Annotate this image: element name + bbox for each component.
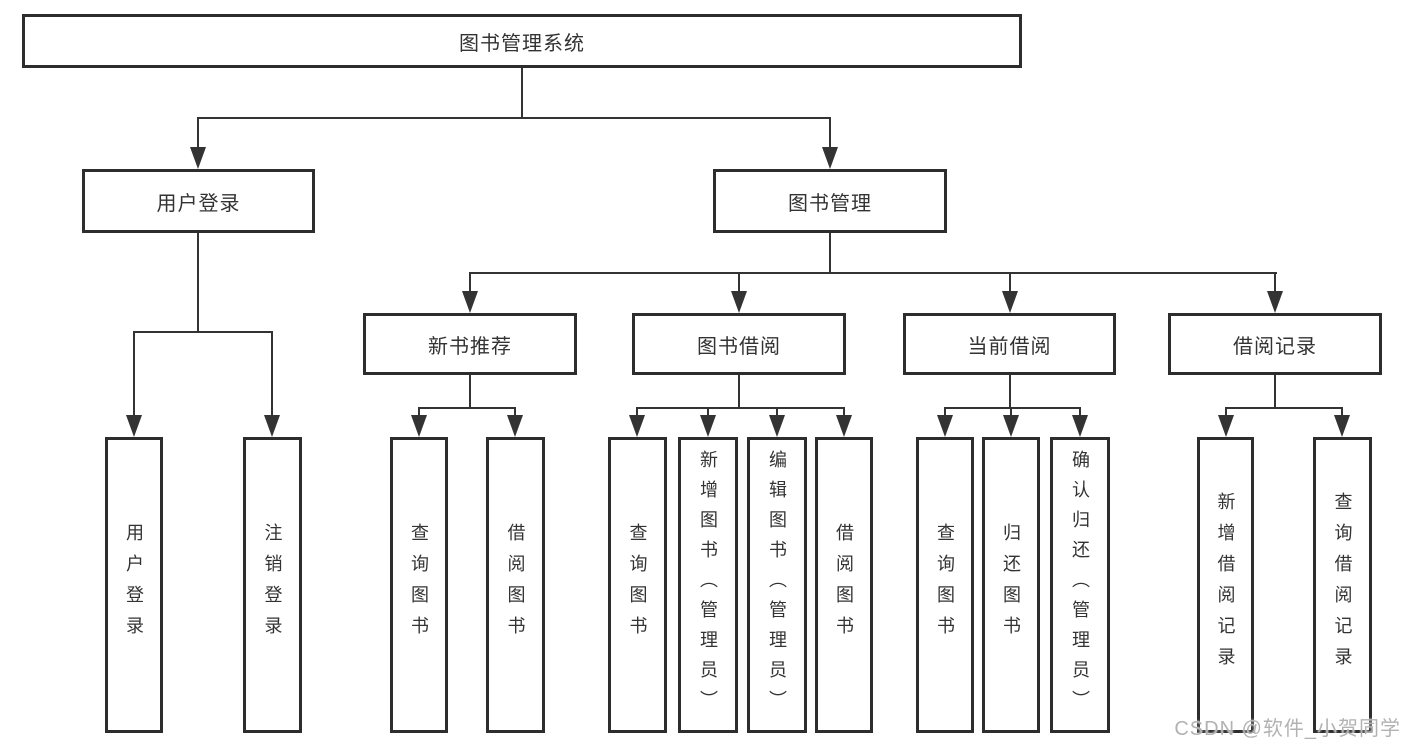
csdn-watermark: CSDN @软件_小贺同学: [1174, 718, 1401, 740]
leaf-br-add-record-label: 新增借阅记录: [1215, 492, 1236, 678]
node-new-books: 新书推荐: [363, 313, 577, 375]
connector-stem-current-borrow: [1009, 272, 1011, 291]
node-current-borrow: 当前借阅: [903, 313, 1116, 375]
connector-stem-book-borrow: [738, 272, 740, 291]
connector-new-books-stub: [469, 375, 471, 409]
connector-stem-nb-query: [418, 407, 420, 415]
arrowhead-borrow-records: [1267, 291, 1283, 313]
leaf-cb-query-books: 查询图书: [916, 437, 974, 733]
leaf-bb-edit-books-admin-label: 编辑图书（管理员）: [767, 450, 787, 720]
leaf-nb-borrow-books: 借阅图书: [486, 437, 545, 733]
leaf-bb-borrow-books-label: 借阅图书: [834, 523, 854, 647]
leaf-nb-borrow-books-label: 借阅图书: [505, 523, 526, 647]
connector-root-stub: [521, 68, 523, 119]
leaf-br-query-record-label: 查询借阅记录: [1332, 492, 1353, 678]
connector-user-login-rail: [133, 331, 273, 333]
leaf-cb-return-books-label: 归还图书: [1001, 523, 1021, 647]
connector-current-borrow-stub: [1009, 375, 1011, 409]
leaf-bb-add-books-admin: 新增图书（管理员）: [678, 437, 738, 733]
connector-user-login-stub: [197, 233, 199, 333]
connector-stem-nb-borrow: [514, 407, 516, 415]
leaf-bb-add-books-admin-label: 新增图书（管理员）: [698, 450, 718, 720]
leaf-br-query-record: 查询借阅记录: [1313, 437, 1372, 733]
arrowhead-leaf-logout: [264, 415, 280, 437]
connector-level2-rail: [197, 117, 831, 119]
connector-current-borrow-rail: [944, 407, 1081, 409]
leaf-nb-query-books-label: 查询图书: [409, 523, 429, 647]
connector-book-borrow-stub: [738, 375, 740, 409]
connector-stem-br-add: [1225, 407, 1227, 415]
arrowhead-book-mgmt: [822, 147, 838, 169]
connector-stem-user-login: [197, 117, 199, 147]
node-borrow-records: 借阅记录: [1168, 313, 1382, 375]
connector-stem-cb-query: [944, 407, 946, 415]
node-root-label: 图书管理系统: [459, 32, 585, 55]
leaf-bb-query-books: 查询图书: [608, 437, 667, 733]
node-book-mgmt: 图书管理: [713, 169, 947, 233]
leaf-logout-label: 注销登录: [262, 523, 283, 647]
connector-book-borrow-rail: [636, 407, 845, 409]
arrowhead-bb-edit: [769, 415, 785, 437]
node-book-mgmt-label: 图书管理: [788, 192, 872, 215]
connector-stem-bb-add: [707, 407, 709, 415]
arrowhead-bb-borrow: [836, 415, 852, 437]
arrowhead-nb-borrow: [507, 415, 523, 437]
connector-level3-rail: [469, 272, 1277, 274]
connector-book-mgmt-stub: [829, 233, 831, 274]
connector-borrow-records-rail: [1225, 407, 1343, 409]
connector-stem-bb-query: [636, 407, 638, 415]
arrowhead-bb-add: [700, 415, 716, 437]
leaf-nb-query-books: 查询图书: [390, 437, 448, 733]
arrowhead-book-borrow: [731, 291, 747, 313]
connector-stem-new-books: [469, 272, 471, 291]
leaf-cb-query-books-label: 查询图书: [935, 523, 955, 647]
connector-stem-borrow-records: [1274, 272, 1276, 291]
arrowhead-bb-query: [629, 415, 645, 437]
node-borrow-records-label: 借阅记录: [1233, 335, 1317, 358]
connector-stem-book-mgmt: [829, 117, 831, 147]
connector-stem-bb-edit: [776, 407, 778, 415]
node-book-borrow-label: 图书借阅: [697, 335, 781, 358]
leaf-logout: 注销登录: [243, 437, 302, 733]
connector-stem-br-query: [1341, 407, 1343, 415]
leaf-cb-confirm-return-admin-label: 确认归还（管理员）: [1070, 450, 1090, 720]
leaf-bb-query-books-label: 查询图书: [627, 523, 648, 647]
leaf-br-add-record: 新增借阅记录: [1197, 437, 1254, 733]
arrowhead-nb-query: [411, 415, 427, 437]
arrowhead-br-add: [1218, 415, 1234, 437]
connector-stem-cb-return: [1010, 407, 1012, 415]
connector-borrow-records-stub: [1274, 375, 1276, 409]
arrowhead-cb-query: [937, 415, 953, 437]
leaf-bb-edit-books-admin: 编辑图书（管理员）: [747, 437, 807, 733]
node-user-login-label: 用户登录: [156, 192, 241, 215]
leaf-user-login: 用户登录: [105, 437, 163, 733]
connector-stem-bb-borrow: [843, 407, 845, 415]
node-book-borrow: 图书借阅: [632, 313, 846, 375]
leaf-user-login-label: 用户登录: [124, 523, 144, 647]
leaf-cb-confirm-return-admin: 确认归还（管理员）: [1050, 437, 1110, 733]
connector-stem-leaf-user-login: [133, 331, 135, 415]
node-current-borrow-label: 当前借阅: [967, 335, 1052, 358]
leaf-cb-return-books: 归还图书: [982, 437, 1040, 733]
arrowhead-user-login: [190, 147, 206, 169]
connector-stem-cb-confirm: [1079, 407, 1081, 415]
arrowhead-cb-return: [1003, 415, 1019, 437]
arrowhead-new-books: [462, 291, 478, 313]
node-new-books-label: 新书推荐: [428, 335, 512, 358]
node-root: 图书管理系统: [22, 14, 1022, 68]
connector-new-books-rail: [418, 407, 516, 409]
connector-stem-leaf-logout: [271, 331, 273, 415]
node-user-login: 用户登录: [82, 169, 315, 233]
leaf-bb-borrow-books: 借阅图书: [815, 437, 873, 733]
arrowhead-br-query: [1334, 415, 1350, 437]
arrowhead-cb-confirm: [1072, 415, 1088, 437]
arrowhead-leaf-user-login: [126, 415, 142, 437]
arrowhead-current-borrow: [1002, 291, 1018, 313]
